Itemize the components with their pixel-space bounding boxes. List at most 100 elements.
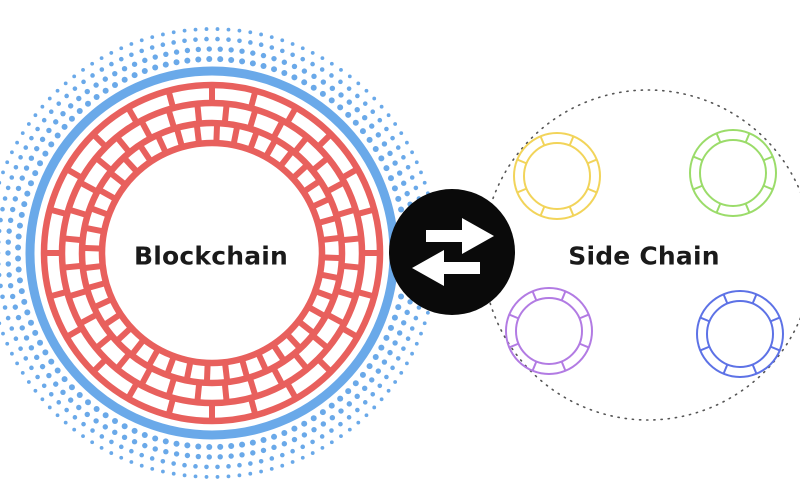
halo-dot bbox=[377, 383, 383, 389]
halo-dot bbox=[414, 160, 419, 165]
halo-dot bbox=[0, 240, 1, 244]
halo-dot bbox=[338, 92, 344, 98]
blockchain-ring-link bbox=[65, 325, 84, 340]
halo-dot bbox=[131, 61, 138, 67]
halo-dot bbox=[182, 462, 187, 468]
halo-dot bbox=[366, 363, 373, 370]
blockchain-ring-link bbox=[238, 358, 251, 379]
halo-dot bbox=[291, 436, 298, 443]
halo-dot bbox=[404, 190, 410, 197]
halo-dot bbox=[72, 415, 78, 420]
halo-dot bbox=[228, 47, 234, 53]
halo-dot bbox=[413, 315, 419, 321]
halo-dot bbox=[60, 110, 66, 117]
halo-dot bbox=[329, 61, 334, 66]
halo-dot bbox=[328, 97, 335, 104]
halo-dot bbox=[24, 190, 31, 197]
halo-dot bbox=[379, 104, 384, 109]
halo-dot bbox=[405, 140, 409, 145]
halo-dot bbox=[311, 426, 317, 433]
side-chain-node-link bbox=[751, 293, 758, 304]
halo-dot bbox=[393, 380, 398, 384]
halo-dot bbox=[410, 351, 414, 356]
halo-dot bbox=[15, 140, 19, 145]
side-chain-node-outer bbox=[513, 132, 601, 220]
halo-dot bbox=[337, 395, 344, 402]
halo-dot bbox=[56, 101, 62, 106]
blockchain-ring-link bbox=[356, 206, 376, 218]
halo-dot bbox=[29, 365, 34, 371]
halo-dot bbox=[250, 50, 256, 56]
halo-dot bbox=[329, 440, 334, 445]
halo-dot bbox=[99, 56, 104, 60]
blockchain-ring-link bbox=[340, 325, 359, 340]
blockchain-ring-link bbox=[48, 288, 68, 300]
halo-dot bbox=[2, 305, 8, 310]
halo-dot bbox=[121, 434, 128, 440]
halo-dot bbox=[141, 68, 148, 75]
halo-dot bbox=[182, 38, 187, 44]
halo-dot bbox=[55, 413, 60, 418]
blockchain-ring-link bbox=[91, 132, 109, 150]
halo-dot bbox=[345, 388, 352, 395]
halo-dot bbox=[42, 349, 49, 356]
blockchain-ring-link bbox=[270, 366, 286, 387]
halo-dot bbox=[204, 464, 209, 470]
halo-dot bbox=[12, 196, 19, 202]
halo-dot bbox=[320, 446, 325, 450]
halo-dot bbox=[290, 42, 295, 46]
side-chain-node-link bbox=[751, 364, 758, 375]
blockchain-ring-link bbox=[62, 235, 83, 244]
halo-dot bbox=[23, 335, 30, 341]
blockchain-ring-link bbox=[301, 178, 322, 195]
halo-dot bbox=[48, 391, 54, 397]
halo-dot bbox=[362, 101, 368, 106]
halo-dot bbox=[372, 96, 377, 101]
halo-dot bbox=[320, 79, 327, 85]
halo-dot bbox=[160, 458, 166, 464]
halo-dot bbox=[204, 475, 209, 479]
halo-dot bbox=[81, 67, 85, 72]
halo-dot bbox=[61, 123, 68, 130]
halo-dot bbox=[21, 298, 28, 305]
halo-dot bbox=[18, 346, 23, 351]
side-chain-node bbox=[505, 287, 593, 375]
halo-dot bbox=[173, 49, 180, 55]
halo-dot bbox=[76, 95, 82, 102]
halo-dot bbox=[215, 464, 220, 470]
blockchain-ring-link bbox=[125, 381, 140, 400]
halo-dot bbox=[15, 314, 22, 321]
halo-dot bbox=[90, 440, 95, 445]
halo-dot bbox=[329, 73, 334, 78]
side-chain-node-link bbox=[568, 206, 575, 217]
halo-dot bbox=[226, 464, 231, 469]
halo-dot bbox=[392, 160, 398, 166]
halo-dot bbox=[271, 433, 278, 440]
halo-dot bbox=[53, 381, 59, 387]
halo-dot bbox=[152, 54, 158, 60]
halo-dot bbox=[387, 324, 394, 331]
halo-dot bbox=[23, 145, 29, 150]
halo-dot bbox=[413, 185, 419, 191]
blockchain-ring-link bbox=[341, 235, 362, 244]
halo-dot bbox=[422, 180, 427, 185]
halo-dot bbox=[67, 103, 74, 109]
blockchain-ring-link bbox=[81, 244, 103, 252]
halo-dot bbox=[195, 56, 202, 63]
halo-dot bbox=[258, 458, 264, 464]
halo-dot bbox=[395, 304, 402, 311]
halo-dot bbox=[217, 443, 224, 450]
halo-dot bbox=[2, 196, 8, 201]
blockchain-ring-link bbox=[67, 206, 89, 219]
halo-dot bbox=[72, 427, 77, 432]
halo-dot bbox=[171, 461, 176, 466]
blockchain-ring-link bbox=[125, 106, 140, 125]
halo-dot bbox=[320, 421, 327, 427]
halo-dot bbox=[271, 444, 277, 451]
halo-dot bbox=[391, 185, 398, 192]
halo-dot bbox=[0, 228, 2, 234]
halo-dot bbox=[260, 62, 267, 69]
blockchain-ring-link bbox=[194, 382, 203, 403]
halo-dot bbox=[281, 59, 288, 65]
halo-dot bbox=[387, 175, 394, 182]
